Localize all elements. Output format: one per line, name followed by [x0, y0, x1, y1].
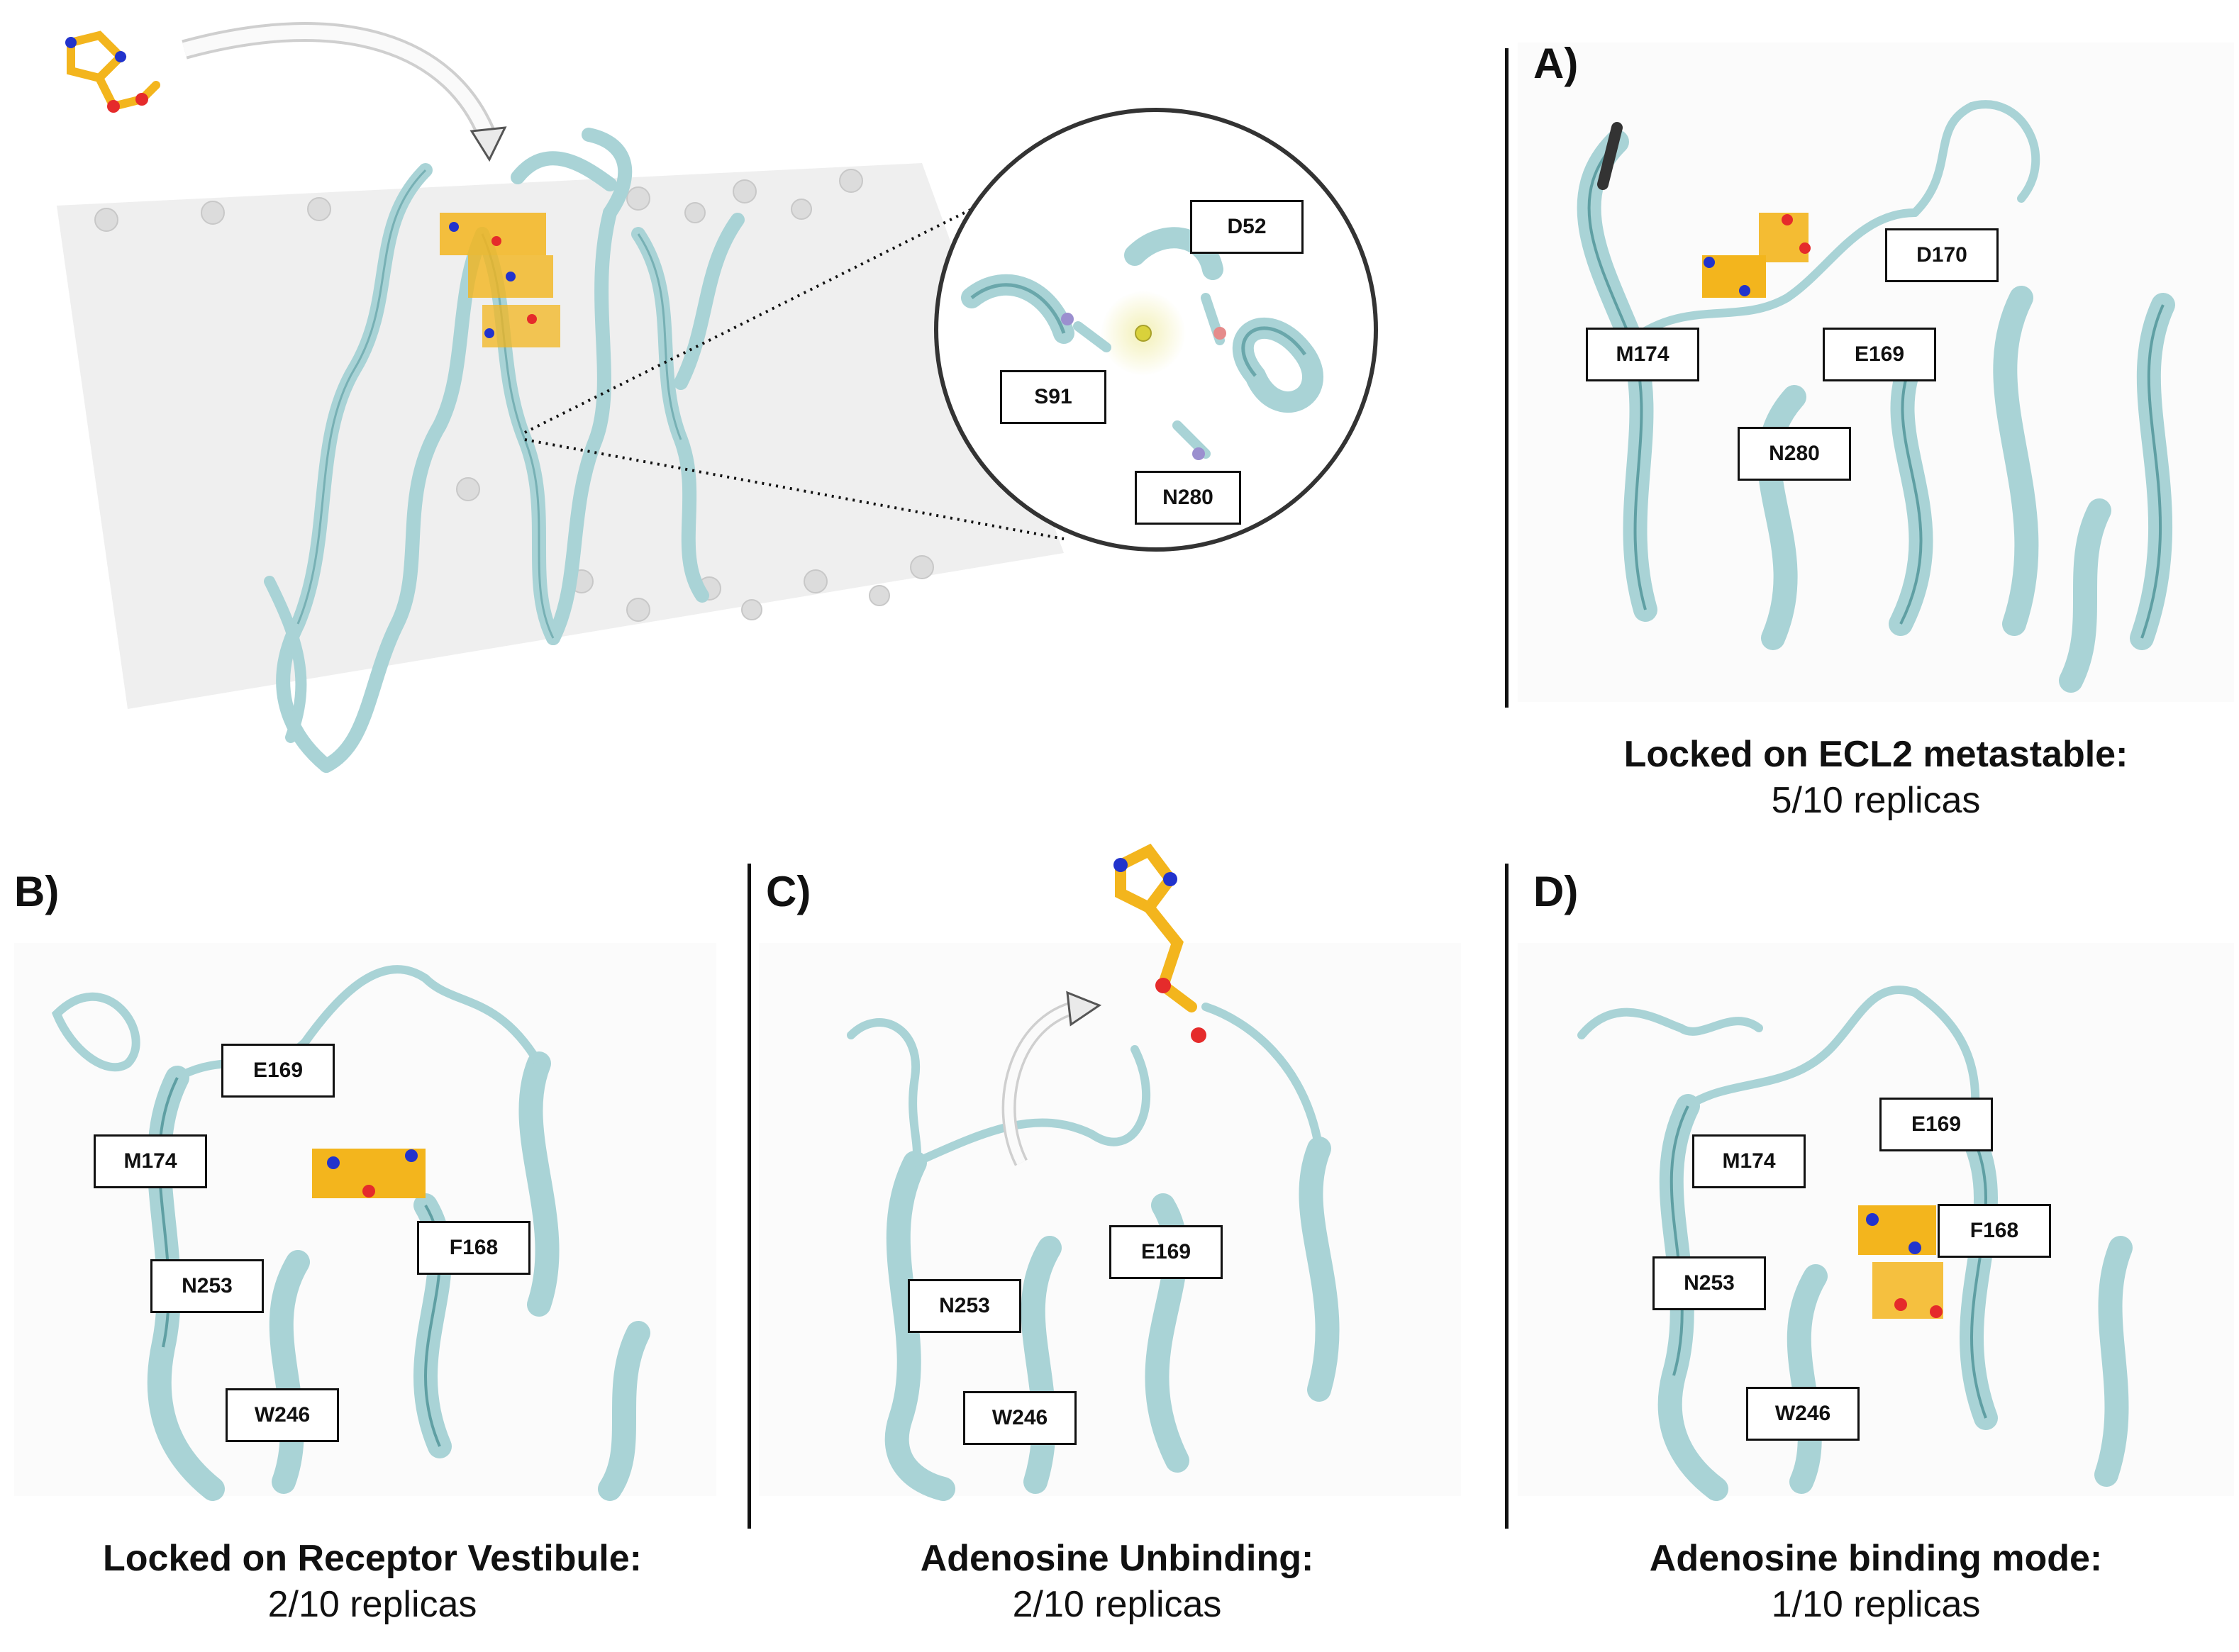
panel-d-title: Adenosine binding mode: — [1649, 1538, 2103, 1579]
panel-a-subtitle: 5/10 replicas — [1771, 780, 1981, 821]
panel-d-label-n253: N253 — [1652, 1256, 1766, 1310]
panel-letter-a: A) — [1533, 40, 1579, 87]
panel-b-label-f168: F168 — [417, 1221, 530, 1275]
panel-b-label-w246: W246 — [226, 1388, 339, 1442]
panel-a-label-n280: N280 — [1738, 427, 1851, 481]
divider-c — [748, 864, 751, 1529]
panel-c-artwork — [759, 843, 1461, 1501]
panel-c-label-n253: N253 — [908, 1279, 1021, 1333]
divider-d — [1505, 864, 1509, 1529]
panel-a-title: Locked on ECL2 metastable: — [1623, 734, 2128, 775]
panel-d-label-m174: M174 — [1692, 1134, 1806, 1188]
panel-c-title: Adenosine Unbinding: — [920, 1538, 1314, 1579]
panel-b-label-e169: E169 — [221, 1044, 335, 1098]
panel-d-caption: Adenosine binding mode: 1/10 replicas — [1518, 1536, 2234, 1628]
panel-d-subtitle: 1/10 replicas — [1771, 1584, 1981, 1625]
panel-d-artwork — [1518, 943, 2234, 1501]
panel-a-label-m174: M174 — [1586, 328, 1699, 381]
zoom-label-n280: N280 — [1135, 471, 1241, 525]
panel-b-label-m174: M174 — [94, 1134, 207, 1188]
panel-c-caption: Adenosine Unbinding: 2/10 replicas — [759, 1536, 1475, 1628]
panel-a-label-d170: D170 — [1885, 228, 1999, 282]
panel-a-caption: Locked on ECL2 metastable: 5/10 replicas — [1518, 732, 2234, 824]
overview-ligands — [440, 213, 560, 347]
zoom-label-d52: D52 — [1190, 200, 1304, 254]
panel-b-artwork — [14, 943, 716, 1501]
panel-b-title: Locked on Receptor Vestibule: — [103, 1538, 642, 1579]
panel-c-label-w246: W246 — [963, 1391, 1077, 1445]
panel-c-subtitle: 2/10 replicas — [1012, 1584, 1222, 1625]
panel-d-label-f168: F168 — [1938, 1204, 2051, 1258]
panel-c-label-e169: E169 — [1109, 1225, 1223, 1279]
panel-b-caption: Locked on Receptor Vestibule: 2/10 repli… — [14, 1536, 730, 1628]
panel-letter-c: C) — [766, 868, 811, 915]
zoom-label-s91: S91 — [1000, 370, 1106, 424]
panel-b-subtitle: 2/10 replicas — [267, 1584, 477, 1625]
panel-d-label-e169: E169 — [1879, 1098, 1993, 1151]
panel-d-label-w246: W246 — [1746, 1387, 1860, 1441]
panel-letter-b: B) — [14, 868, 60, 915]
free-adenosine — [65, 30, 160, 113]
divider-a — [1505, 48, 1509, 708]
panel-b-label-n253: N253 — [150, 1259, 264, 1313]
panel-a-label-e169: E169 — [1823, 328, 1936, 381]
binding-arrow — [182, 22, 499, 145]
panel-letter-d: D) — [1533, 868, 1579, 915]
